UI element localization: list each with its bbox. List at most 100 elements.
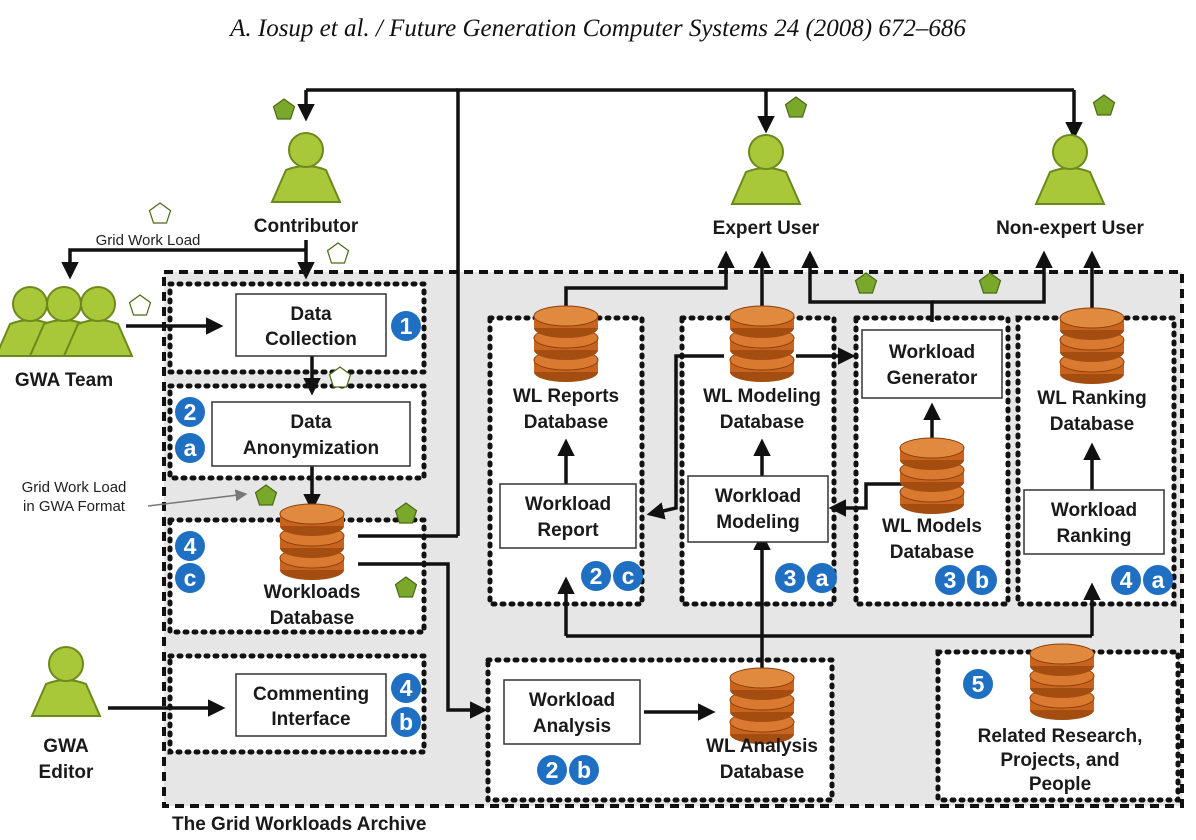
svg-text:b: b bbox=[399, 709, 413, 735]
workload-ranking-box bbox=[1023, 489, 1165, 555]
workload-generator-box bbox=[861, 329, 1003, 399]
svg-text:5: 5 bbox=[972, 671, 985, 697]
data-anonymization-label-2: Anonymization bbox=[243, 438, 379, 459]
badge-3a: 3 a bbox=[775, 563, 837, 593]
badge-3b: 3 b bbox=[935, 565, 997, 595]
wl-ranking-database-label-1: WL Ranking bbox=[1037, 388, 1146, 409]
wl-reports-database-label-2: Database bbox=[524, 412, 609, 433]
badge-2c: 2 c bbox=[581, 561, 643, 591]
gwa-editor-label-2: Editor bbox=[39, 762, 94, 783]
wl-ranking-database-icon bbox=[1059, 307, 1125, 385]
svg-text:a: a bbox=[184, 435, 197, 461]
arrow-generator-to-expert bbox=[801, 250, 934, 322]
wl-models-database-label-2: Database bbox=[890, 542, 975, 563]
svg-text:2: 2 bbox=[184, 399, 197, 425]
badge-4c: 4 c bbox=[175, 531, 205, 593]
wl-reports-database-icon bbox=[533, 305, 599, 383]
pentagon-outline-icon bbox=[148, 202, 172, 224]
commenting-interface-label-1: Commenting bbox=[253, 684, 369, 705]
contributor-label: Contributor bbox=[254, 216, 359, 237]
wl-modeling-database-label-2: Database bbox=[720, 412, 805, 433]
related-research-database-icon bbox=[1029, 643, 1095, 721]
svg-text:2: 2 bbox=[590, 563, 603, 589]
grid-work-load-gwa-label-2: in GWA Format bbox=[23, 498, 126, 515]
workload-ranking-label-1: Workload bbox=[1051, 500, 1137, 521]
workload-ranking-label-2: Ranking bbox=[1057, 526, 1132, 547]
data-anonymization-label-1: Data bbox=[290, 412, 332, 433]
svg-text:3: 3 bbox=[784, 565, 797, 591]
badge-4b: 4 b bbox=[391, 673, 421, 737]
workload-generator-label-1: Workload bbox=[889, 342, 975, 363]
data-collection-box bbox=[235, 293, 387, 357]
expert-user-icon bbox=[731, 134, 801, 205]
related-research-label-3: People bbox=[1029, 774, 1091, 795]
wl-models-database-icon bbox=[899, 437, 965, 515]
svg-text:1: 1 bbox=[400, 313, 413, 339]
workload-analysis-label-2: Analysis bbox=[533, 716, 611, 737]
wl-analysis-database-label-2: Database bbox=[720, 762, 805, 783]
svg-text:a: a bbox=[1152, 567, 1165, 593]
arrow-modeling-db-to-report bbox=[646, 354, 724, 520]
expert-user-label: Expert User bbox=[713, 218, 820, 239]
workload-modeling-box bbox=[687, 475, 829, 543]
gwa-editor-label-1: GWA bbox=[43, 736, 89, 757]
svg-text:b: b bbox=[975, 567, 989, 593]
badge-2b: 2 b bbox=[537, 755, 599, 785]
svg-text:4: 4 bbox=[400, 675, 413, 701]
wl-modeling-database-label-1: WL Modeling bbox=[703, 386, 821, 407]
pentagon-icon bbox=[784, 96, 808, 118]
contributor-icon bbox=[271, 132, 341, 203]
related-research-label-1: Related Research, bbox=[978, 726, 1143, 747]
pentagon-outline-icon bbox=[128, 294, 152, 316]
workloads-database-label-2: Database bbox=[270, 608, 355, 629]
grid-work-load-gwa-label-1: Grid Work Load bbox=[22, 479, 127, 496]
non-expert-user-label: Non-expert User bbox=[996, 218, 1144, 239]
panel-wl-modeling bbox=[679, 315, 837, 607]
pentagon-icon bbox=[1092, 94, 1116, 116]
svg-text:3: 3 bbox=[944, 567, 957, 593]
arrow-models-db-to-modeling bbox=[828, 482, 904, 517]
archive-label: The Grid Workloads Archive bbox=[172, 814, 426, 835]
wl-reports-database-label-1: WL Reports bbox=[513, 386, 619, 407]
svg-text:c: c bbox=[184, 565, 197, 591]
svg-text:2: 2 bbox=[546, 757, 559, 783]
wl-analysis-database-label-1: WL Analysis bbox=[706, 736, 818, 757]
workload-modeling-label-1: Workload bbox=[715, 486, 801, 507]
wl-models-database-label-1: WL Models bbox=[882, 516, 982, 537]
badge-1: 1 bbox=[391, 311, 421, 341]
workload-report-label-2: Report bbox=[537, 520, 599, 541]
data-anonymization-box bbox=[211, 401, 411, 467]
gwa-editor-icon bbox=[31, 646, 101, 717]
page-header: A. Iosup et al. / Future Generation Comp… bbox=[228, 15, 966, 42]
workload-analysis-label-1: Workload bbox=[529, 690, 615, 711]
commenting-interface-label-2: Interface bbox=[271, 709, 350, 730]
arrow-generator-to-non-expert bbox=[932, 250, 1053, 304]
workloads-database-icon bbox=[279, 503, 345, 581]
gwa-team-icon bbox=[0, 286, 133, 357]
svg-text:b: b bbox=[577, 757, 591, 783]
badge-4a: 4 a bbox=[1111, 565, 1173, 595]
badge-2a: 2 a bbox=[175, 397, 205, 463]
related-research-label-2: Projects, and bbox=[1000, 750, 1119, 771]
workload-generator-label-2: Generator bbox=[887, 368, 978, 389]
svg-text:4: 4 bbox=[184, 533, 197, 559]
workloads-database-label-1: Workloads bbox=[264, 582, 361, 603]
grid-work-load-label: Grid Work Load bbox=[96, 232, 201, 249]
workload-report-box bbox=[499, 483, 637, 549]
gwa-team-label: GWA Team bbox=[15, 370, 113, 391]
svg-text:c: c bbox=[622, 563, 635, 589]
wl-modeling-database-icon bbox=[729, 305, 795, 383]
workload-report-label-1: Workload bbox=[525, 494, 611, 515]
pentagon-outline-icon bbox=[326, 242, 350, 264]
arrow-reports-db-to-expert bbox=[564, 250, 735, 312]
wl-ranking-database-label-2: Database bbox=[1050, 414, 1135, 435]
workload-modeling-label-2: Modeling bbox=[716, 512, 799, 533]
data-collection-label-1: Data bbox=[290, 304, 332, 325]
workload-analysis-box bbox=[503, 679, 641, 745]
pentagon-icon bbox=[272, 98, 296, 120]
svg-text:a: a bbox=[816, 565, 829, 591]
arrow-gwa-format bbox=[147, 489, 248, 507]
arrow-database-to-analysis bbox=[358, 562, 488, 719]
arrow-to-gwa-team bbox=[61, 248, 306, 280]
